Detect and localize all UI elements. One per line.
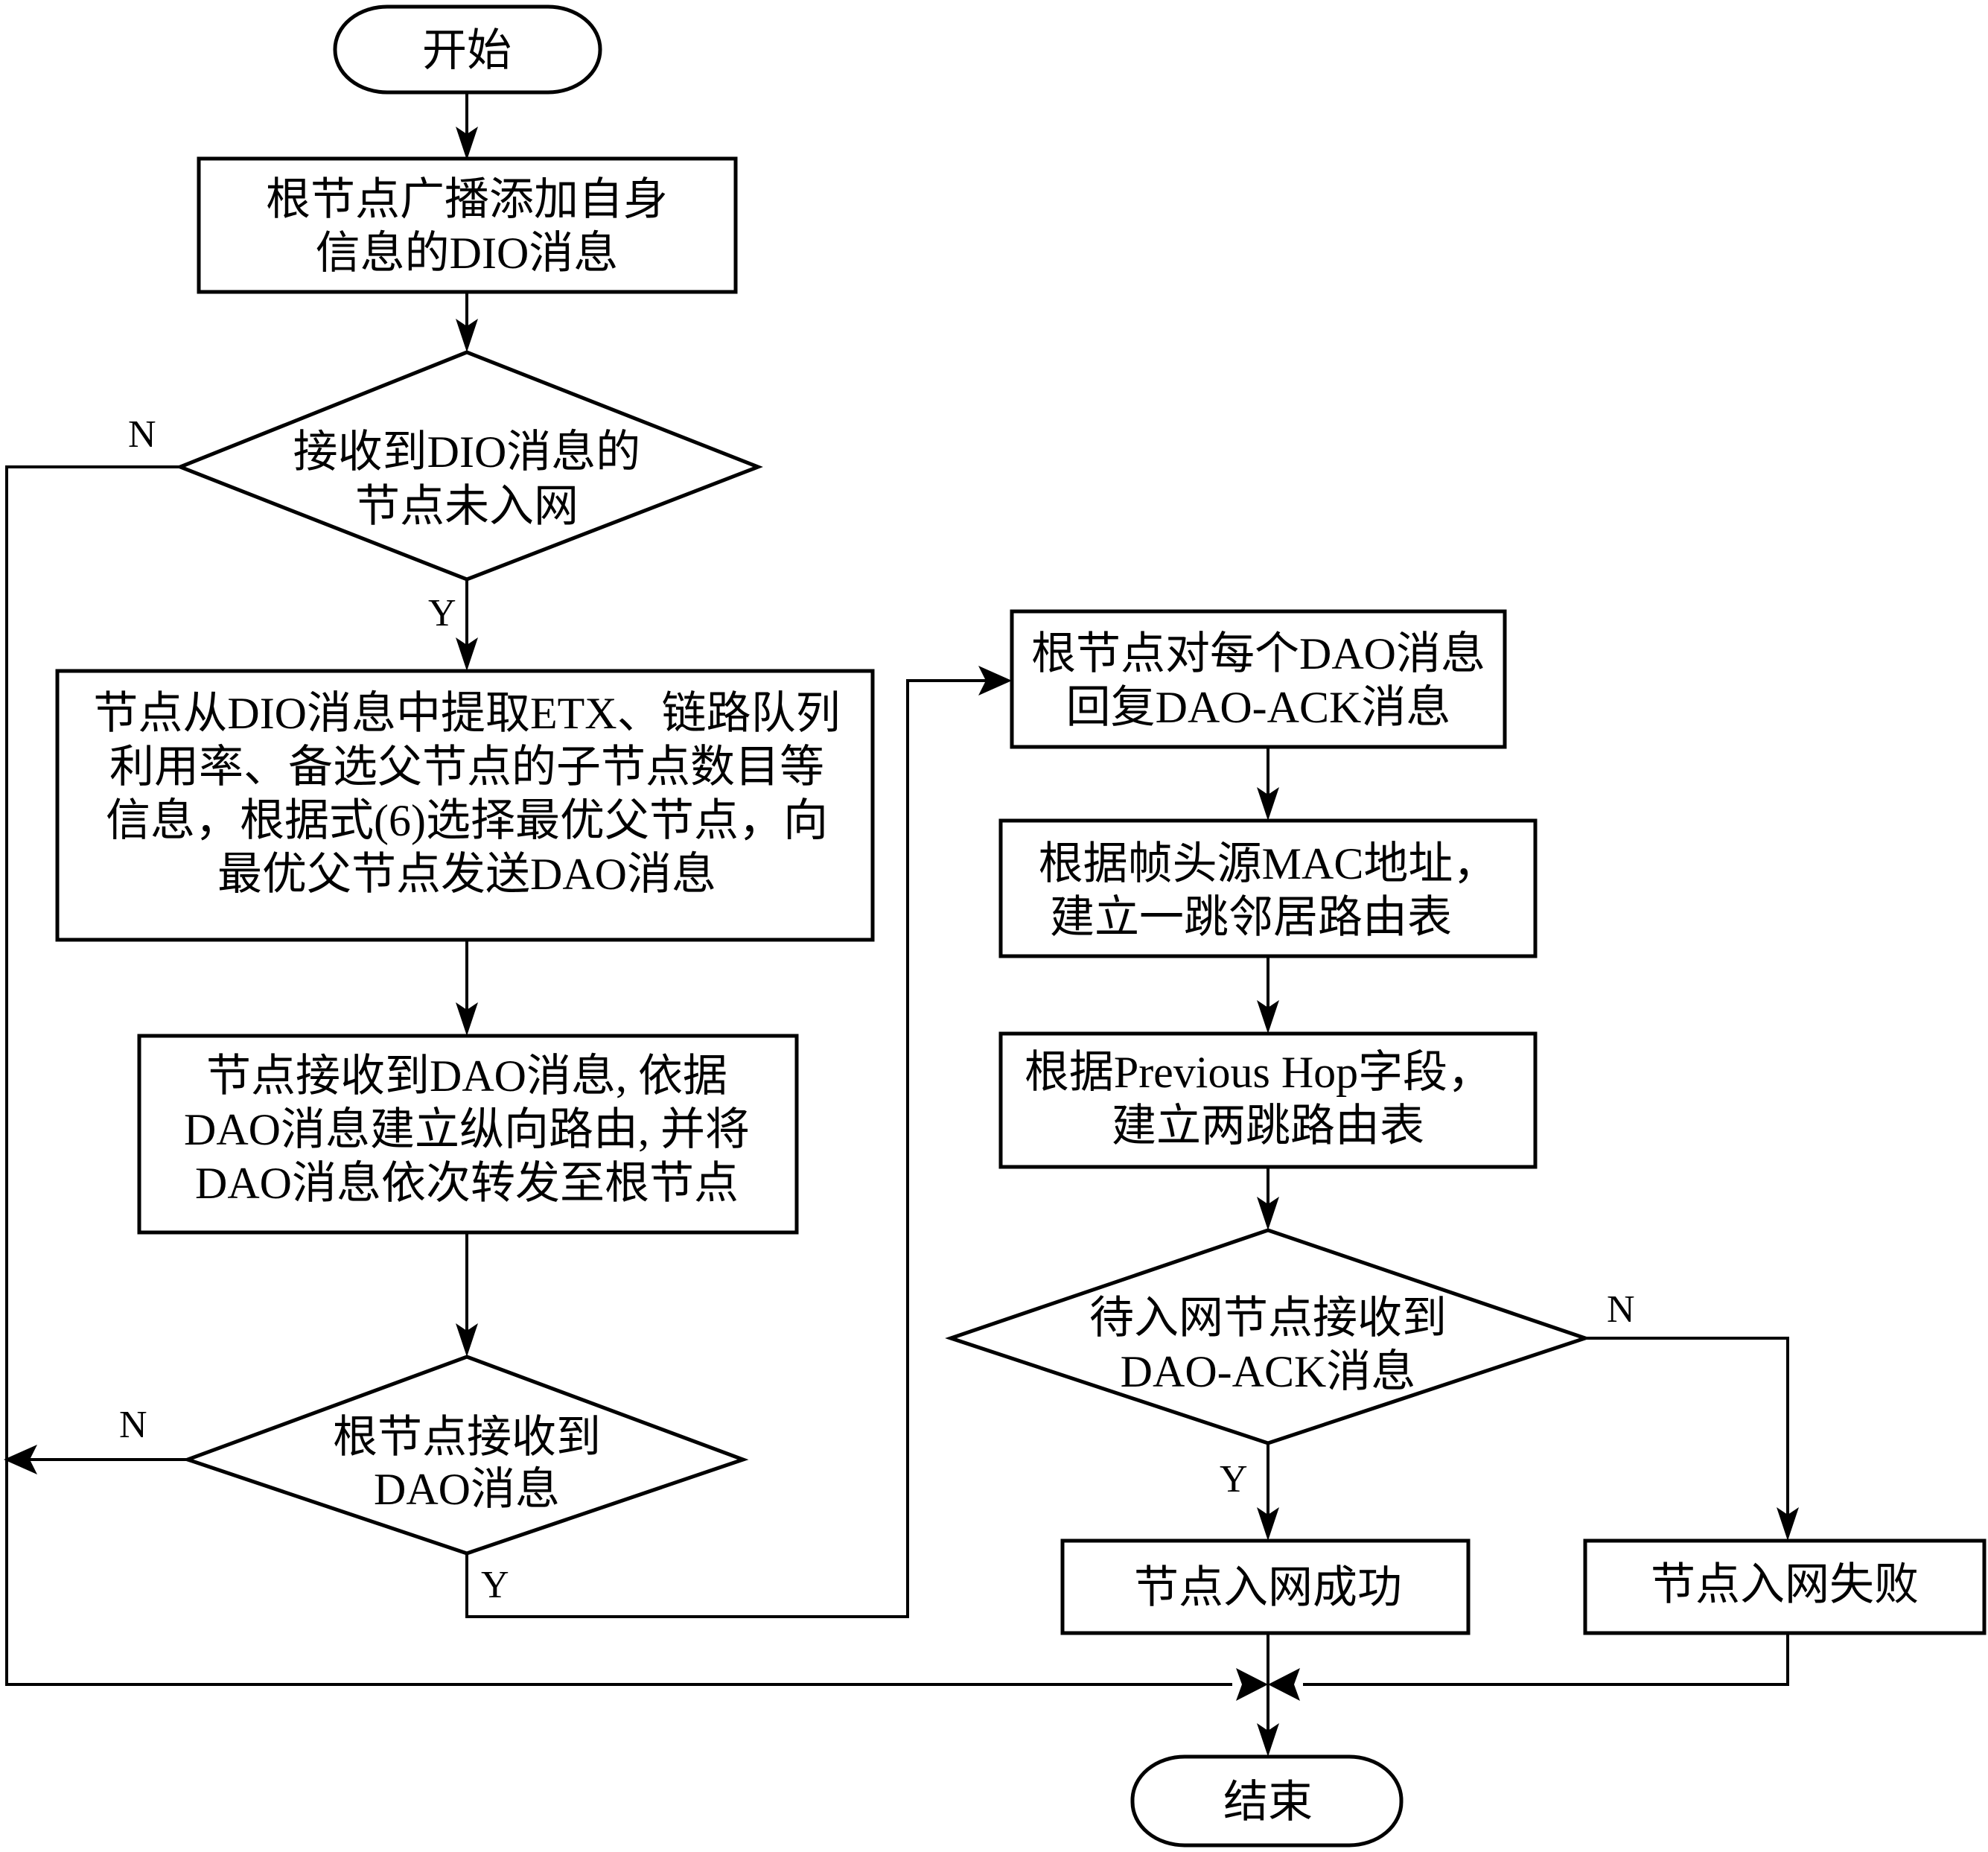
- node-text-line: 根据帧头源MAC地址，: [1039, 839, 1498, 888]
- node-forward-dao: 节点接收到DAO消息, 依据 DAO消息建立纵向路由, 并将 DAO消息依次转发…: [137, 1034, 799, 1235]
- node-text-line: 建立两跳路由表: [1112, 1101, 1424, 1151]
- node-root-received-dao: 根节点接收到 DAO消息: [182, 1355, 749, 1556]
- arrowhead-down: [1257, 1507, 1279, 1541]
- node-text-line: 最优父节点发送DAO消息: [217, 850, 716, 899]
- process-box: [998, 1031, 1538, 1169]
- terminal-shape: [333, 4, 602, 95]
- arrowhead-left: [1268, 1668, 1300, 1701]
- branch-label-yes: Y: [1220, 1458, 1248, 1501]
- node-text-line: 根据Previous Hop字段，: [1025, 1048, 1492, 1097]
- node-text-line: 节点入网成功: [1134, 1563, 1402, 1612]
- node-select-parent: 节点从DIO消息中提取ETX、链路队列 利用率、备选父节点的子节点数目等 信息，…: [55, 669, 875, 942]
- node-text-line: 开始: [422, 26, 512, 75]
- arrowhead-down: [456, 1323, 478, 1357]
- node-text-line: 利用率、备选父节点的子节点数目等: [109, 742, 824, 792]
- node-text-line: 接收到DIO消息的: [293, 427, 641, 477]
- node-join-success: 节点入网成功: [1060, 1538, 1471, 1635]
- node-text-line: 信息，根据式(6)选择最优父节点，向: [106, 796, 828, 845]
- process-box: [137, 1034, 799, 1235]
- node-text-line: 节点入网失败: [1651, 1560, 1919, 1609]
- terminal-shape: [1130, 1754, 1404, 1848]
- node-text-line: 待入网节点接收到: [1089, 1293, 1447, 1343]
- process-box: [1010, 609, 1507, 749]
- node-check-not-joined: 接收到DIO消息的 节点未入网: [175, 350, 763, 582]
- node-text-line: 节点未入网: [355, 482, 579, 531]
- node-two-hop-table: 根据Previous Hop字段， 建立两跳路由表: [998, 1031, 1538, 1169]
- process-box: [55, 669, 875, 942]
- edge-root-check-yes: [465, 679, 987, 1618]
- arrowheads: [4, 127, 1799, 1757]
- decision-diamond: [182, 1355, 749, 1556]
- arrowhead-down: [1257, 1000, 1279, 1034]
- edge-check-no: [5, 465, 1232, 1686]
- arrowhead-down: [1257, 787, 1279, 821]
- branch-label-yes: Y: [428, 592, 456, 634]
- decision-diamond: [175, 350, 763, 582]
- process-box: [1060, 1538, 1471, 1635]
- node-text-line: 根节点接收到: [333, 1413, 601, 1462]
- node-ack-received: 待入网节点接收到 DAO-ACK消息: [945, 1228, 1591, 1445]
- arrowhead-down: [1257, 1723, 1279, 1757]
- process-box: [197, 156, 738, 294]
- edge-ack-check-no: [1585, 1337, 1789, 1516]
- node-one-hop-table: 根据帧头源MAC地址， 建立一跳邻居路由表: [998, 818, 1538, 958]
- node-reply-ack: 根节点对每个DAO消息 回复DAO-ACK消息: [1010, 609, 1507, 749]
- connectors: [5, 92, 1789, 1732]
- node-text-line: 信息的DIO消息: [316, 229, 619, 278]
- branch-label-no: N: [128, 413, 156, 456]
- node-join-fail: 节点入网失败: [1583, 1538, 1987, 1635]
- arrowhead-right: [978, 666, 1012, 696]
- node-text-line: 根节点广播添加自身: [266, 175, 668, 224]
- node-text-line: 结束: [1223, 1778, 1313, 1827]
- node-broadcast-dio: 根节点广播添加自身 信息的DIO消息: [197, 156, 738, 294]
- process-box: [998, 818, 1538, 958]
- arrowhead-down: [456, 127, 478, 160]
- arrowhead-down: [456, 319, 478, 352]
- node-text-line: 回复DAO-ACK消息: [1066, 683, 1451, 732]
- node-end: 结束: [1130, 1754, 1404, 1848]
- branch-label-no: N: [1607, 1288, 1635, 1331]
- node-text-line: 根节点对每个DAO消息: [1031, 629, 1485, 678]
- node-text-line: DAO消息建立纵向路由, 并将: [184, 1105, 750, 1154]
- arrowhead-down: [1777, 1507, 1799, 1541]
- branch-label-no: N: [119, 1404, 147, 1446]
- decision-diamond: [945, 1228, 1591, 1445]
- node-start: 开始: [333, 4, 602, 95]
- node-text-line: 建立一跳邻居路由表: [1050, 893, 1452, 942]
- arrowhead-right: [1236, 1668, 1268, 1701]
- edge-fail-to-end: [1303, 1633, 1789, 1686]
- arrowhead-left: [4, 1445, 37, 1474]
- branch-label-yes: Y: [481, 1564, 509, 1606]
- process-box: [1583, 1538, 1987, 1635]
- arrowhead-down: [1257, 1197, 1279, 1230]
- node-text-line: 节点从DIO消息中提取ETX、链路队列: [93, 689, 840, 738]
- arrowhead-down: [456, 637, 478, 671]
- node-text-line: 节点接收到DAO消息, 依据: [206, 1051, 727, 1101]
- node-text-line: DAO消息: [374, 1465, 560, 1514]
- node-text-line: DAO消息依次转发至根节点: [195, 1159, 739, 1208]
- arrowhead-down: [456, 1002, 478, 1036]
- node-text-line: DAO-ACK消息: [1121, 1347, 1416, 1396]
